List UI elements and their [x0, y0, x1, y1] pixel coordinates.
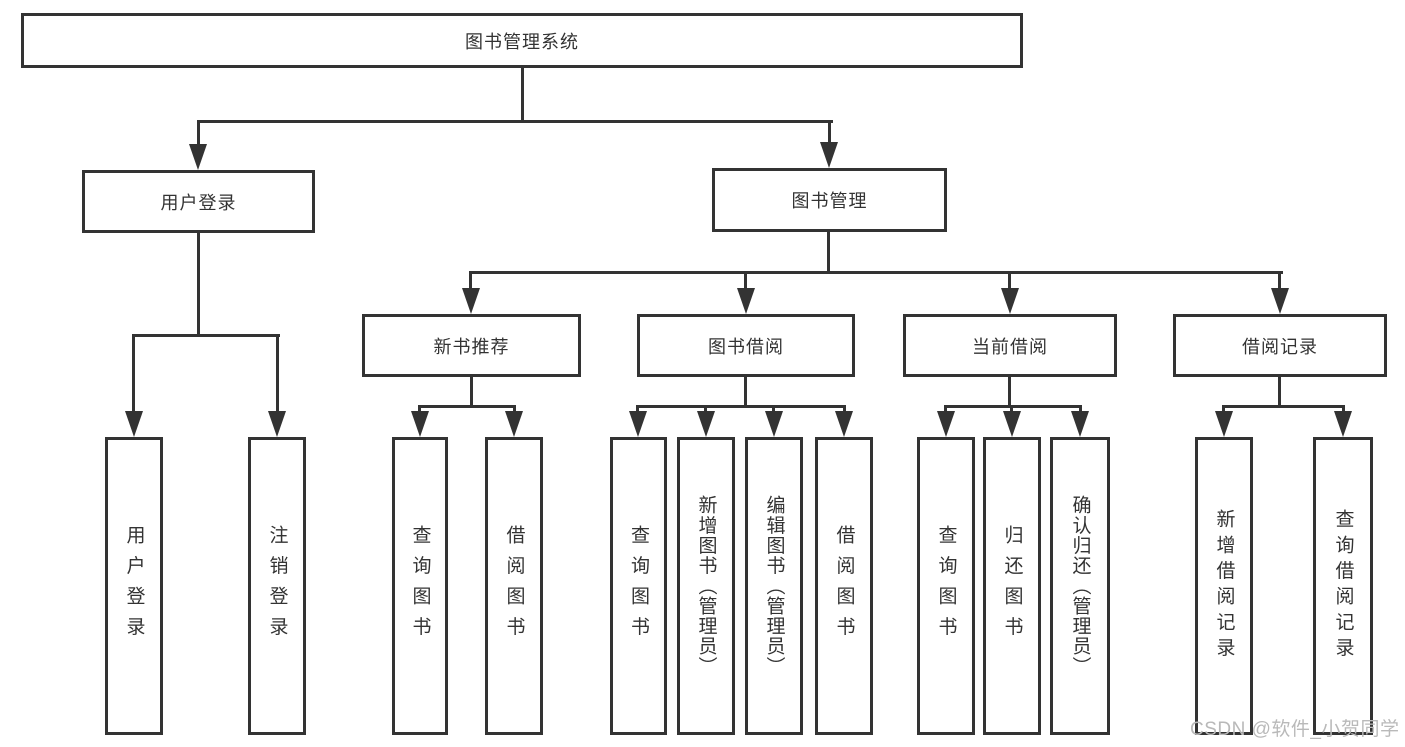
connector-line: [1008, 271, 1011, 291]
connector-line: [1278, 377, 1281, 408]
node-leaf-query-borrow-record: 查询借阅记录: [1313, 437, 1373, 735]
connector-line: [636, 405, 639, 413]
connector-line: [944, 405, 1082, 408]
arrowhead-down-icon: [1215, 411, 1233, 437]
node-leaf-add-borrow-record: 新增借阅记录: [1195, 437, 1253, 735]
connector-line: [1010, 405, 1013, 413]
arrowhead-down-icon: [937, 411, 955, 437]
connector-line: [469, 271, 1283, 274]
arrowhead-down-icon: [411, 411, 429, 437]
connector-line: [828, 120, 831, 146]
connector-line: [132, 334, 280, 337]
arrowhead-down-icon: [697, 411, 715, 437]
node-leaf-query-book-2: 查询图书: [610, 437, 667, 735]
arrowhead-down-icon: [737, 288, 755, 314]
connector-line: [197, 120, 200, 148]
arrowhead-down-icon: [835, 411, 853, 437]
connector-line: [470, 377, 473, 408]
arrowhead-down-icon: [268, 411, 286, 437]
connector-line: [1008, 377, 1011, 408]
node-leaf-borrow-book-1: 借阅图书: [485, 437, 543, 735]
connector-line: [704, 405, 707, 413]
connector-line: [843, 405, 846, 413]
arrowhead-down-icon: [1071, 411, 1089, 437]
node-current-borrow: 当前借阅: [903, 314, 1117, 377]
node-book-management: 图书管理: [712, 168, 947, 232]
connector-line: [513, 405, 516, 413]
connector-line: [744, 377, 747, 408]
connector-line: [1222, 405, 1345, 408]
arrowhead-down-icon: [1271, 288, 1289, 314]
node-user-login: 用户登录: [82, 170, 315, 233]
node-leaf-borrow-book-2: 借阅图书: [815, 437, 873, 735]
node-leaf-confirm-return-admin: 确认归还（管理员）: [1050, 437, 1110, 735]
connector-line: [521, 68, 524, 123]
csdn-watermark: CSDN @软件_小贺同学: [1190, 719, 1400, 740]
connector-line: [944, 405, 947, 413]
arrowhead-down-icon: [189, 144, 207, 170]
connector-line: [418, 405, 516, 408]
connector-line: [418, 405, 421, 413]
connector-line: [469, 271, 472, 291]
arrowhead-down-icon: [125, 411, 143, 437]
arrowhead-down-icon: [765, 411, 783, 437]
node-root-system: 图书管理系统: [21, 13, 1023, 68]
node-leaf-query-book-1: 查询图书: [392, 437, 448, 735]
node-borrow-record: 借阅记录: [1173, 314, 1387, 377]
connector-line: [197, 120, 833, 123]
node-new-book-recommend: 新书推荐: [362, 314, 581, 377]
connector-line: [276, 334, 279, 412]
connector-line: [197, 233, 200, 337]
connector-line: [827, 232, 830, 274]
connector-line: [1278, 271, 1281, 291]
connector-line: [744, 271, 747, 291]
arrowhead-down-icon: [629, 411, 647, 437]
node-book-borrow: 图书借阅: [637, 314, 855, 377]
node-leaf-add-book-admin: 新增图书（管理员）: [677, 437, 735, 735]
node-leaf-return-book: 归还图书: [983, 437, 1041, 735]
arrowhead-down-icon: [1001, 288, 1019, 314]
arrowhead-down-icon: [820, 142, 838, 168]
node-leaf-user-login: 用户登录: [105, 437, 163, 735]
node-leaf-query-book-3: 查询图书: [917, 437, 975, 735]
arrowhead-down-icon: [1334, 411, 1352, 437]
connector-line: [772, 405, 775, 413]
arrowhead-down-icon: [505, 411, 523, 437]
connector-line: [636, 405, 846, 408]
node-leaf-edit-book-admin: 编辑图书（管理员）: [745, 437, 803, 735]
connector-line: [1222, 405, 1225, 413]
arrowhead-down-icon: [1003, 411, 1021, 437]
connector-line: [1079, 405, 1082, 413]
connector-line: [1342, 405, 1345, 413]
node-leaf-logout: 注销登录: [248, 437, 306, 735]
connector-line: [132, 334, 135, 412]
arrowhead-down-icon: [462, 288, 480, 314]
